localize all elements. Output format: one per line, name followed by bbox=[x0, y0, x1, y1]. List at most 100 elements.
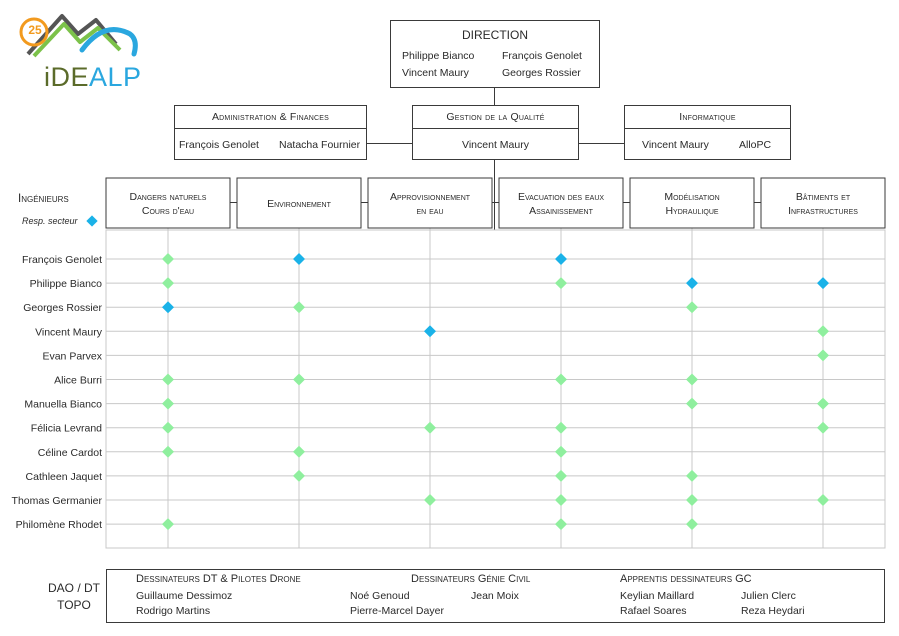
responsible-diamond-icon bbox=[817, 277, 829, 290]
member-diamond-icon bbox=[293, 373, 305, 386]
it-title: Informatique bbox=[625, 106, 790, 129]
admin-title: Administration & Finances bbox=[175, 106, 366, 129]
legend-engineers: Ingénieurs bbox=[18, 193, 69, 205]
member-diamond-icon bbox=[162, 421, 174, 434]
member-diamond-icon bbox=[686, 301, 698, 314]
connector-sectors-horizontal bbox=[229, 202, 763, 203]
logo-wordmark-prefix: iDE bbox=[44, 62, 90, 92]
logo-mountains-graphic bbox=[19, 14, 138, 58]
sector-title: Environnement bbox=[267, 198, 332, 210]
member-diamond-icon bbox=[162, 445, 174, 458]
dao-member: Keylian Maillard bbox=[620, 590, 695, 602]
legend-resp: Resp. secteur bbox=[22, 216, 78, 226]
member-diamond-icon bbox=[162, 373, 174, 386]
connector-quality-sectors bbox=[494, 160, 495, 230]
responsible-diamond-icon bbox=[162, 301, 174, 314]
member-diamond-icon bbox=[555, 373, 567, 386]
engineer-name: François Genolet bbox=[22, 254, 102, 266]
dao-member: Guillaume Dessimoz bbox=[136, 590, 233, 602]
it-member: AlloPC bbox=[739, 139, 772, 151]
member-diamond-icon bbox=[293, 469, 305, 482]
member-diamond-icon bbox=[162, 253, 174, 265]
quality-box: Gestion de la Qualité Vincent Maury bbox=[412, 105, 579, 160]
dao-label-line: TOPO bbox=[57, 598, 91, 612]
member-diamond-icon bbox=[555, 421, 567, 434]
logo-wordmark: iDEALP bbox=[44, 62, 142, 93]
dao-member: Jean Moix bbox=[471, 590, 519, 602]
engineer-name: Alice Burri bbox=[54, 375, 102, 387]
logo: 25 iDEALP bbox=[12, 10, 142, 100]
responsible-diamond-icon bbox=[686, 277, 698, 290]
engineer-name: Philomène Rhodet bbox=[16, 519, 102, 531]
member-diamond-icon bbox=[555, 445, 567, 458]
member-diamond-icon bbox=[817, 397, 829, 410]
member-diamond-icon bbox=[817, 494, 829, 506]
member-diamond-icon bbox=[817, 325, 829, 338]
dao-member: Rafael Soares bbox=[620, 605, 687, 617]
sector-box bbox=[367, 177, 493, 229]
connector-admin-quality bbox=[366, 143, 413, 144]
member-diamond-icon bbox=[555, 277, 567, 290]
engineer-name: Félicia Levrand bbox=[31, 423, 102, 435]
member-diamond-icon bbox=[686, 397, 698, 410]
responsible-diamond-icon bbox=[555, 253, 567, 265]
member-diamond-icon bbox=[686, 518, 698, 531]
engineer-name: Georges Rossier bbox=[23, 302, 102, 314]
sector-box bbox=[105, 177, 231, 229]
engineer-name: Cathleen Jaquet bbox=[26, 471, 103, 483]
dao-box: Dessinateurs DT & Pilotes Drone Guillaum… bbox=[106, 569, 885, 623]
logo-anniversary: 25 bbox=[28, 23, 42, 37]
dao-member: Rodrigo Martins bbox=[136, 605, 211, 617]
it-box: Informatique Vincent Maury AlloPC bbox=[624, 105, 791, 160]
quality-title: Gestion de la Qualité bbox=[413, 106, 578, 129]
sector-box bbox=[236, 177, 362, 229]
member-diamond-icon bbox=[162, 397, 174, 410]
matrix-frame bbox=[105, 229, 886, 549]
member-diamond-icon bbox=[555, 494, 567, 506]
admin-box: Administration & Finances François Genol… bbox=[174, 105, 367, 160]
engineer-name: Manuella Bianco bbox=[24, 399, 102, 411]
dao-group-title: Dessinateurs Génie Civil bbox=[411, 573, 531, 585]
dao-member: Noé Genoud bbox=[350, 590, 410, 602]
quality-member: Vincent Maury bbox=[462, 139, 529, 151]
member-diamond-icon bbox=[424, 494, 436, 506]
engineer-name: Céline Cardot bbox=[38, 447, 102, 459]
responsible-diamond-icon bbox=[424, 325, 436, 338]
dao-member: Julien Clerc bbox=[741, 590, 796, 602]
direction-member: Vincent Maury bbox=[402, 67, 469, 79]
member-diamond-icon bbox=[293, 301, 305, 314]
member-diamond-icon bbox=[686, 494, 698, 506]
direction-member: Georges Rossier bbox=[502, 67, 581, 79]
member-diamond-icon bbox=[162, 277, 174, 290]
admin-member: François Genolet bbox=[179, 139, 259, 151]
admin-member: Natacha Fournier bbox=[279, 139, 361, 151]
dao-label-line: DAO / DT bbox=[47, 581, 100, 595]
responsible-diamond-icon bbox=[293, 253, 305, 265]
direction-title: DIRECTION bbox=[462, 28, 528, 42]
member-diamond-icon bbox=[817, 421, 829, 434]
member-diamond-icon bbox=[424, 421, 436, 434]
member-diamond-icon bbox=[817, 349, 829, 362]
dao-group-title: Apprentis dessinateurs GC bbox=[620, 573, 752, 585]
dao-label: DAO / DT TOPO bbox=[44, 580, 104, 614]
dao-group-title: Dessinateurs DT & Pilotes Drone bbox=[136, 573, 301, 585]
sector-box bbox=[629, 177, 755, 229]
engineer-name: Thomas Germanier bbox=[12, 495, 103, 507]
member-diamond-icon bbox=[162, 518, 174, 531]
direction-member: Philippe Bianco bbox=[402, 50, 475, 62]
it-member: Vincent Maury bbox=[642, 139, 709, 151]
engineer-name: Vincent Maury bbox=[35, 326, 103, 338]
logo-wordmark-suffix: ALP bbox=[89, 62, 142, 92]
direction-member: François Genolet bbox=[502, 50, 582, 62]
connector-direction-quality bbox=[494, 88, 495, 106]
sector-box bbox=[498, 177, 624, 229]
member-diamond-icon bbox=[686, 373, 698, 386]
member-diamond-icon bbox=[686, 469, 698, 482]
member-diamond-icon bbox=[293, 445, 305, 458]
